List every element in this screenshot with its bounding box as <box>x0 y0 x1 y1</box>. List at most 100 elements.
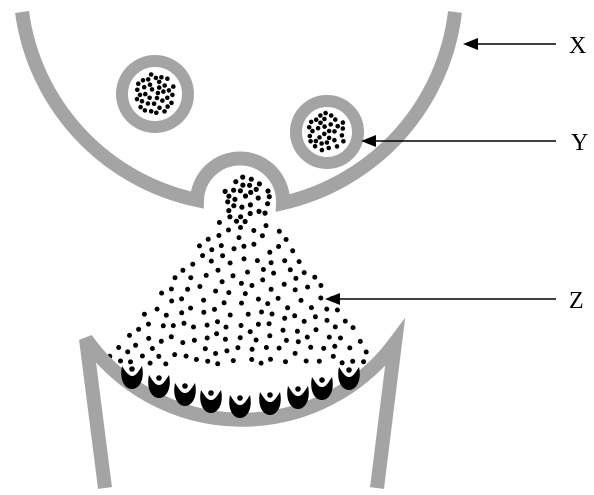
neurotransmitter-dot <box>169 101 174 106</box>
neurotransmitter-dot <box>140 99 145 104</box>
synaptic-vesicle-2 <box>296 101 358 163</box>
neurotransmitter-dot <box>259 361 264 366</box>
neurotransmitter-dot <box>165 96 170 101</box>
neurotransmitter-dot <box>167 88 172 93</box>
neurotransmitter-dot <box>325 140 330 145</box>
neurotransmitter-dot <box>205 323 210 328</box>
neurotransmitter-dot <box>325 318 330 323</box>
neurotransmitter-dot <box>143 108 148 113</box>
neurotransmitter-dot <box>332 129 337 134</box>
neurotransmitter-dot <box>156 354 161 359</box>
neurotransmitter-dot <box>203 346 208 351</box>
neurotransmitter-dot <box>182 321 187 326</box>
neurotransmitter-dot <box>169 287 174 292</box>
neurotransmitter-dot <box>304 359 309 364</box>
neurotransmitter-dot <box>283 359 288 364</box>
neurotransmitter-dot <box>216 233 221 238</box>
neurotransmitter-dot <box>201 310 206 315</box>
neurotransmitter-dot <box>146 77 151 82</box>
neurotransmitter-dot <box>316 126 321 131</box>
neurotransmitter-dot <box>323 111 328 116</box>
neurotransmitter-dot <box>285 305 290 310</box>
neurotransmitter-dot <box>314 139 319 144</box>
neurotransmitter-dot <box>235 345 240 350</box>
neurotransmitter-dot <box>248 190 253 195</box>
neurotransmitter-dot <box>308 345 313 350</box>
neurotransmitter-dot <box>226 290 231 295</box>
neurotransmitter-dot <box>247 183 252 188</box>
neurotransmitter-dot <box>197 243 202 248</box>
neurotransmitter-dot <box>217 220 222 225</box>
neurotransmitter-dot <box>157 106 162 111</box>
neurotransmitter-dot <box>220 279 225 284</box>
neurotransmitter-dot <box>243 193 248 198</box>
neurotransmitter-dot <box>138 93 143 98</box>
neurotransmitter-dot <box>180 340 185 345</box>
neurotransmitter-dot <box>160 98 165 103</box>
receptor-row <box>121 366 360 418</box>
neurotransmitter-dot <box>335 144 340 149</box>
neurotransmitter-dot <box>205 336 210 341</box>
neurotransmitter-dot <box>215 361 220 366</box>
neurotransmitter-dot <box>157 80 162 85</box>
neurotransmitter-dot <box>148 82 153 87</box>
neurotransmitter-dot <box>318 296 323 301</box>
neurotransmitter-dot <box>335 308 340 313</box>
neurotransmitter-dot <box>159 339 164 344</box>
neurotransmitter-dot <box>161 89 166 94</box>
neurotransmitter-dot <box>169 334 174 339</box>
neurotransmitter-dot <box>309 305 314 310</box>
neurotransmitter-dot <box>364 350 369 355</box>
neurotransmitter-dot <box>240 183 245 188</box>
neurotransmitter-dot <box>308 134 313 139</box>
neurotransmitter-dot <box>327 335 332 340</box>
neurotransmitter-dot <box>159 75 164 80</box>
neurotransmitter-dot <box>212 307 217 312</box>
neurotransmitter-dot <box>116 345 121 350</box>
neurotransmitter-dot <box>239 301 244 306</box>
neurotransmitter-dot <box>142 312 147 317</box>
neurotransmitter-dot <box>150 346 155 351</box>
neurotransmitter-dot <box>146 336 151 341</box>
neurotransmitter-dot <box>328 122 333 127</box>
neurotransmitter-dot <box>192 338 197 343</box>
neurotransmitter-dot <box>332 138 337 143</box>
neurotransmitter-dot <box>219 243 224 248</box>
neurotransmitter-dot <box>335 124 340 129</box>
neurotransmitter-dot <box>313 314 318 319</box>
neurotransmitter-dot <box>197 284 202 289</box>
neurotransmitter-dot <box>191 325 196 330</box>
neurotransmitter-dot <box>276 244 281 249</box>
neurotransmitter-dot <box>141 78 146 83</box>
neurotransmitter-dot <box>190 262 195 267</box>
presynaptic-membrane <box>22 12 455 203</box>
neurotransmitter-dot <box>293 351 298 356</box>
neurotransmitter-dot <box>284 338 289 343</box>
neurotransmitter-dot <box>232 246 237 251</box>
neurotransmitter-dot <box>136 81 141 86</box>
neurotransmitter-dot <box>257 181 262 186</box>
neurotransmitter-dot <box>250 347 255 352</box>
neurotransmitter-dot <box>267 321 272 326</box>
neurotransmitter-dot <box>225 199 230 204</box>
neurotransmitter-dot <box>169 299 174 304</box>
neurotransmitter-dot <box>233 179 238 184</box>
neurotransmitter-dot <box>341 139 346 144</box>
neurotransmitter-dot <box>165 104 170 109</box>
neurotransmitter-dot <box>226 228 231 233</box>
neurotransmitter-dot <box>319 141 324 146</box>
neurotransmitter-dot <box>305 285 310 290</box>
neurotransmitter-dot <box>248 211 253 216</box>
neurotransmitter-dot <box>201 298 206 303</box>
neurotransmitter-dot <box>140 354 145 359</box>
neurotransmitter-dot <box>164 313 169 318</box>
neurotransmitter-dot <box>265 201 270 206</box>
neurotransmitter-dot <box>264 345 269 350</box>
neurotransmitter-dot <box>249 357 254 362</box>
neurotransmitter-dot <box>138 105 143 110</box>
neurotransmitter-dot <box>276 296 281 301</box>
neurotransmitter-dot <box>249 177 254 182</box>
neurotransmitter-dot <box>241 244 246 249</box>
neurotransmitter-dot <box>269 260 274 265</box>
neurotransmitter-dot <box>209 247 214 252</box>
